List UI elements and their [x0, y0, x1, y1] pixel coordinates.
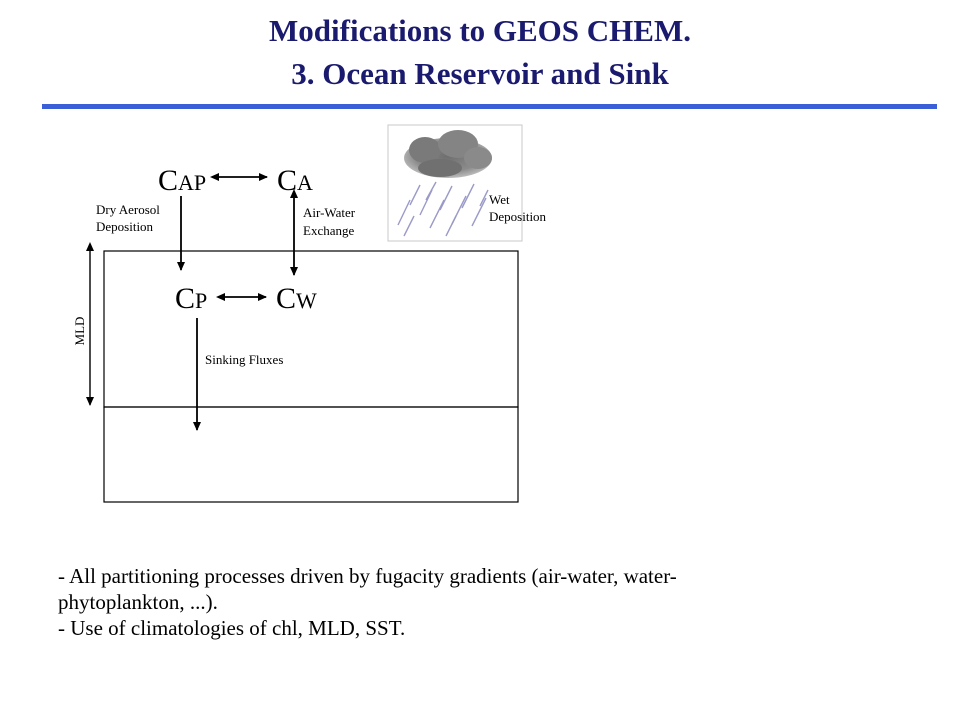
- slide-title-line1: Modifications to GEOS CHEM.: [269, 13, 691, 48]
- bullet-line-2: phytoplankton, ...).: [58, 590, 218, 614]
- bullet-line-3: - Use of climatologies of chl, MLD, SST.: [58, 616, 406, 640]
- c-ap-label: CAP: [158, 164, 206, 197]
- sinking-fluxes-label: Sinking Fluxes: [205, 352, 283, 367]
- rain-icon: [397, 181, 489, 237]
- air-water-label-line1: Air-Water: [303, 205, 356, 220]
- dry-aerosol-label-line1: Dry Aerosol: [96, 202, 160, 217]
- wet-deposition-image: [387, 124, 523, 242]
- c-w-label: CW: [276, 282, 317, 315]
- c-a-label: CA: [277, 164, 313, 197]
- air-water-label-line2: Exchange: [303, 223, 354, 238]
- title-divider: [42, 104, 937, 109]
- mld-label: MLD: [72, 317, 87, 346]
- slide-title-line2: 3. Ocean Reservoir and Sink: [291, 56, 669, 91]
- mixed-layer-box: [103, 250, 519, 408]
- c-p-label: CP: [175, 282, 207, 315]
- bullet-line-1: - All partitioning processes driven by f…: [58, 564, 677, 588]
- wet-deposition-label-line2: Deposition: [489, 209, 547, 224]
- bullet-list: - All partitioning processes driven by f…: [58, 563, 878, 641]
- wet-deposition-label-line1: Wet: [489, 192, 510, 207]
- deep-ocean-box: [103, 406, 519, 503]
- cloud-icon: [404, 130, 492, 178]
- dry-aerosol-label-line2: Deposition: [96, 219, 154, 234]
